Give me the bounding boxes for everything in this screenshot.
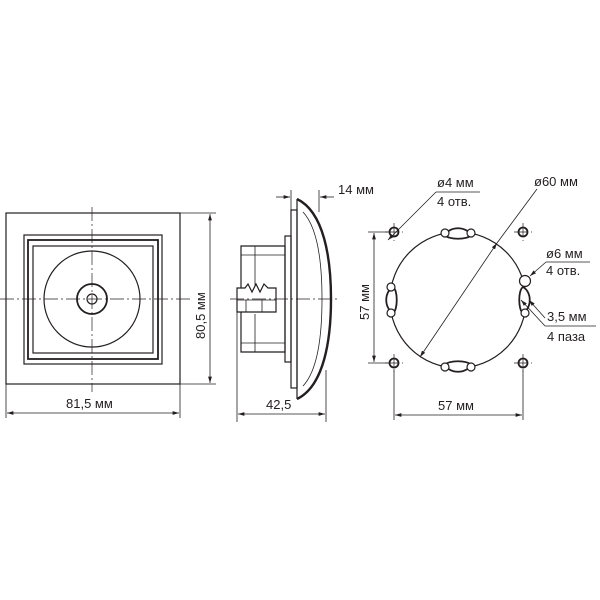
front-width-label: 81,5 мм	[66, 396, 113, 411]
mount-hspacing-label: 57 мм	[438, 398, 474, 413]
front-view: 81,5 мм 80,5 мм	[0, 207, 216, 418]
side-depth-label: 42,5	[266, 397, 291, 412]
mount-diameter-label: ø60 мм	[534, 174, 578, 189]
mount-slot-top	[440, 227, 476, 240]
mount-corner-hole-br	[514, 354, 532, 372]
mount-slot-right	[518, 274, 532, 318]
front-frame-inner	[23, 234, 163, 365]
side-terminal-clamp	[236, 282, 277, 313]
front-insert-outer	[27, 239, 159, 360]
mount-main-circle	[389, 231, 527, 369]
mount-slot-leader-1	[520, 299, 546, 327]
side-face-label: 14 мм	[338, 182, 374, 197]
front-frame-outer	[5, 212, 181, 385]
mount-vspacing-label: 57 мм	[357, 284, 372, 320]
front-height-label: 80,5 мм	[193, 292, 208, 339]
mount-side-hole-label: ø6 мм	[546, 246, 583, 261]
mount-diameter-line	[419, 242, 498, 358]
side-view: 14 мм 42,5	[230, 182, 374, 422]
mount-corner-hole-label: ø4 мм	[437, 175, 474, 190]
mount-side-hole-count: 4 отв.	[546, 263, 580, 278]
mount-side-hole-leader	[529, 261, 547, 277]
mount-diameter-leader	[496, 188, 538, 244]
mount-corner-hole-tr	[514, 223, 532, 241]
mount-slot-label: 3,5 мм	[547, 309, 587, 324]
mount-corner-hole-count: 4 отв.	[437, 194, 471, 209]
mount-corner-hole-leader	[387, 191, 437, 241]
mount-slot-bottom	[440, 360, 476, 373]
mount-slot-count: 4 паза	[547, 329, 586, 344]
front-insert-inner	[32, 245, 154, 354]
mount-slot-leader-2	[528, 299, 546, 319]
mount-slot-left	[385, 282, 398, 318]
mount-view: ø60 мм ø4 мм 4 отв. ø6 мм 4 отв. 3,5 мм …	[357, 174, 596, 420]
